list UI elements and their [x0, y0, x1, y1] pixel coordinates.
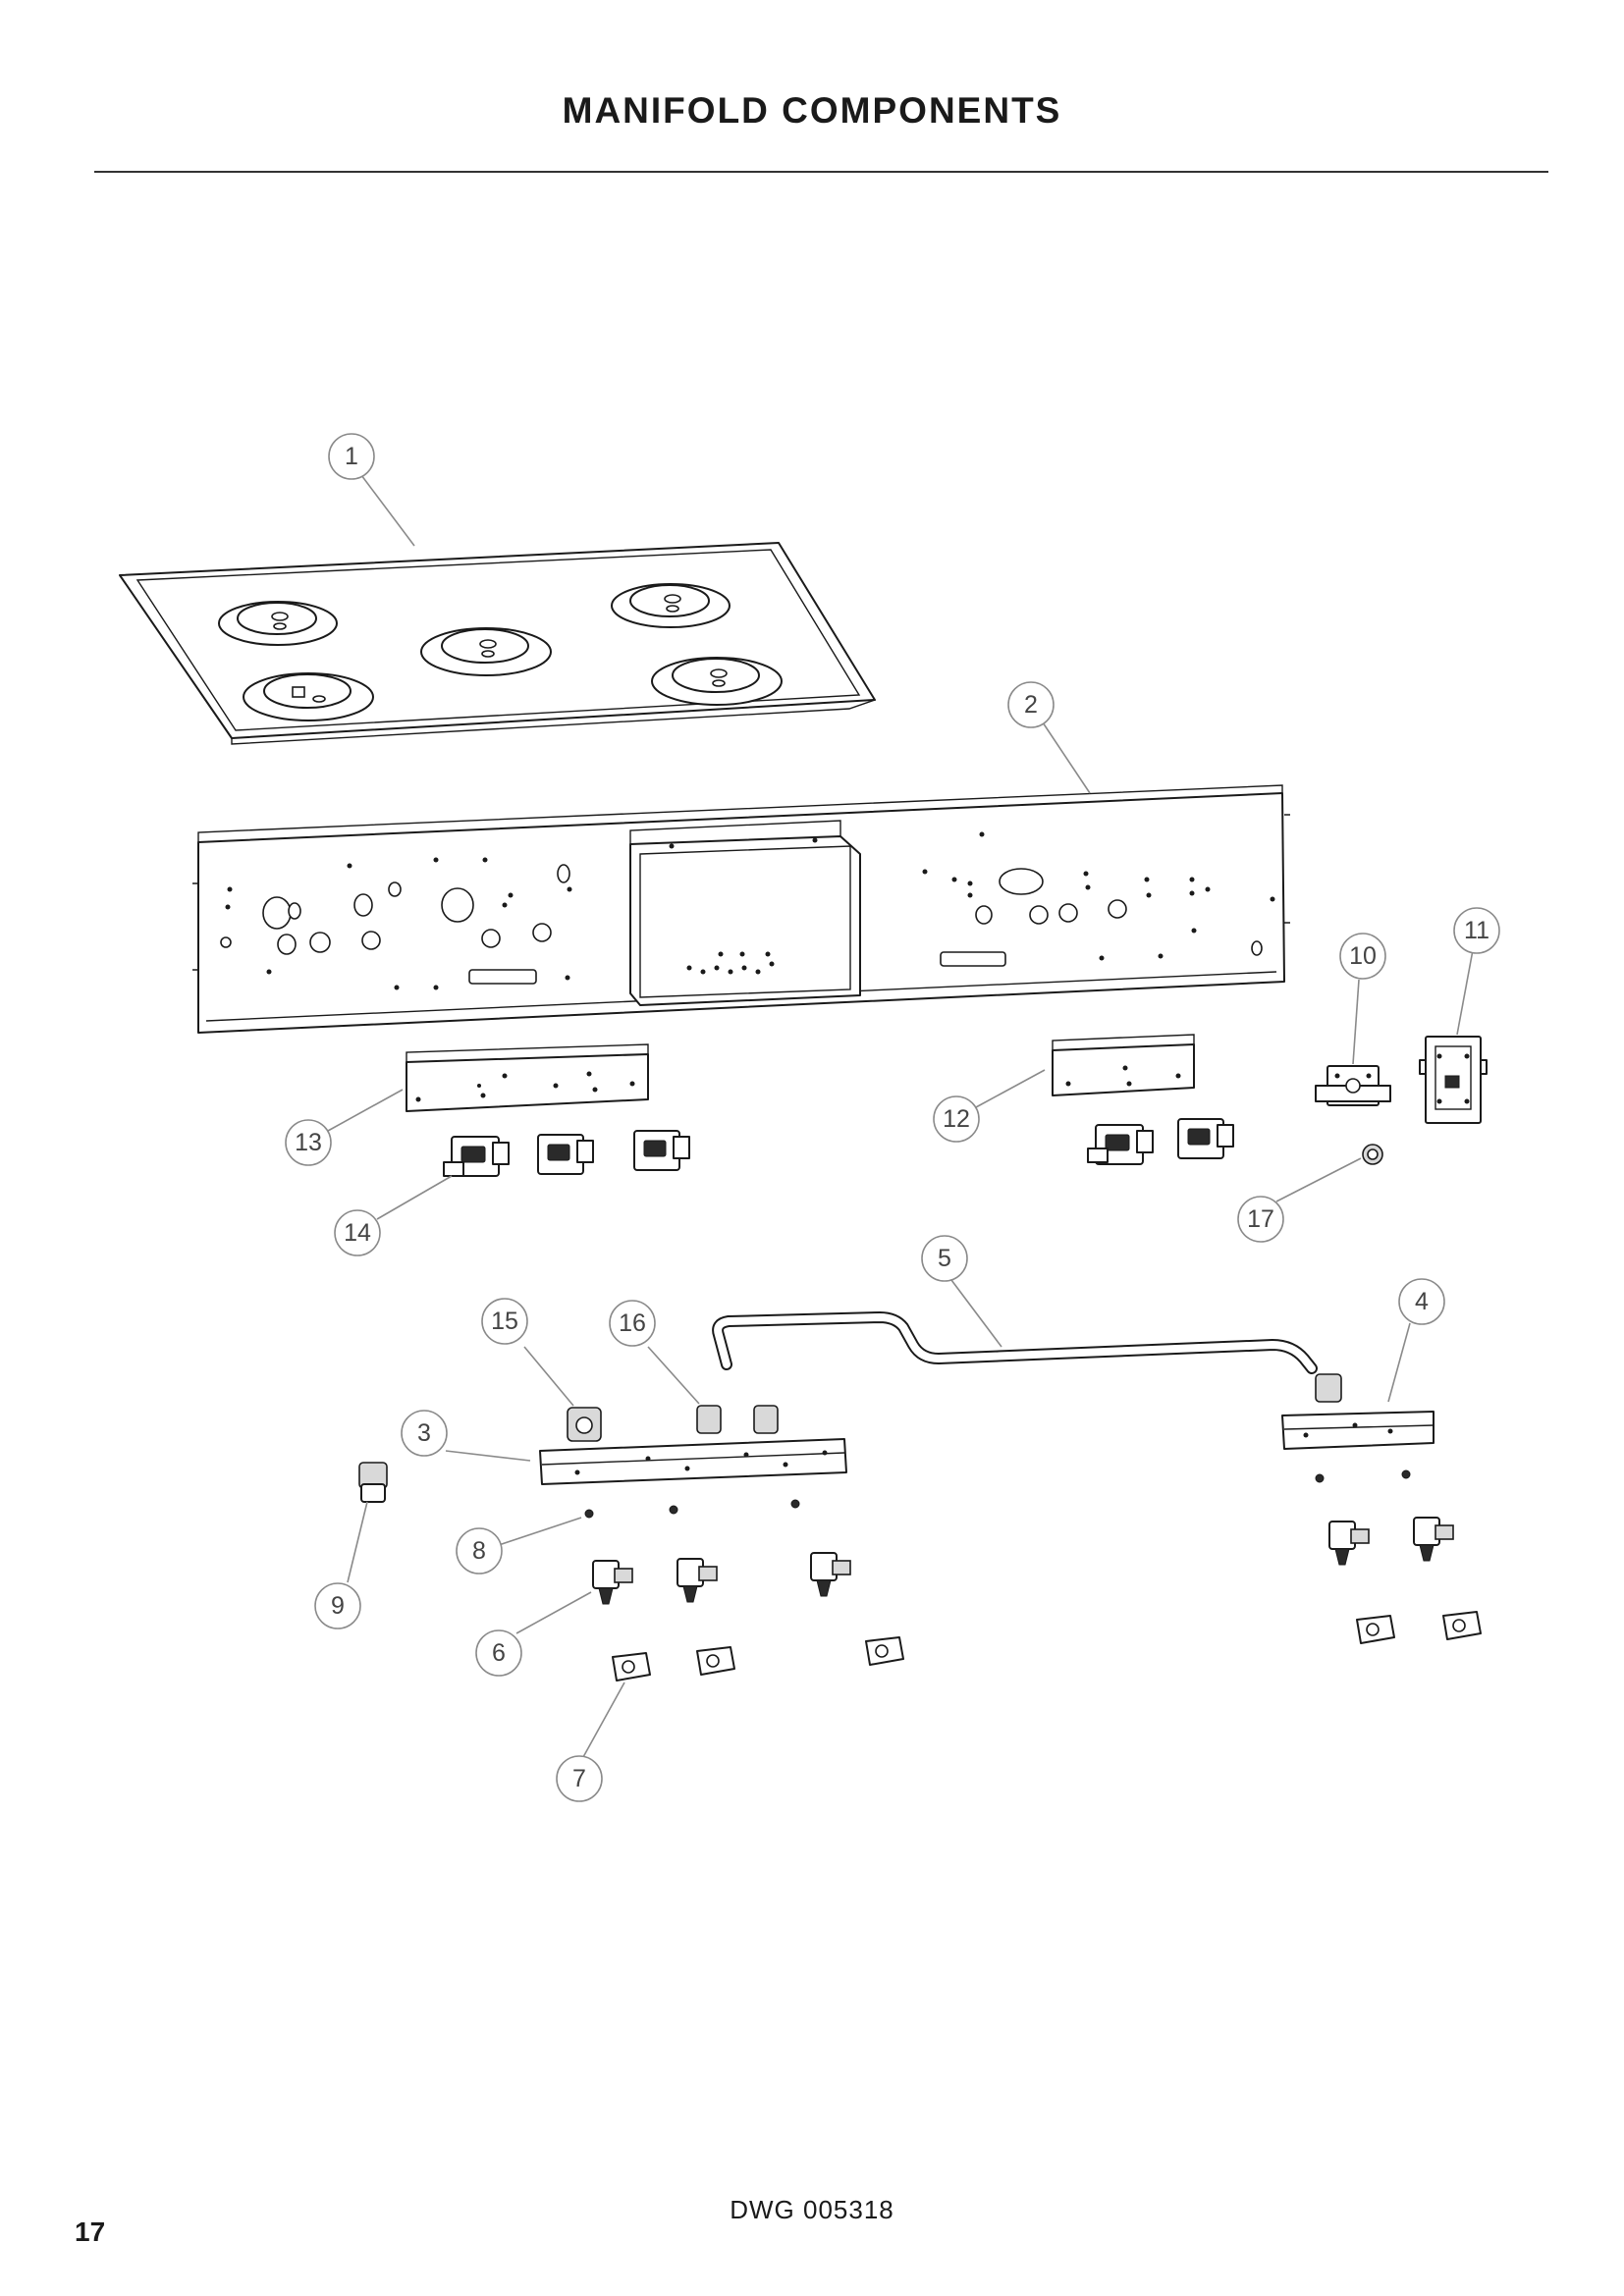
callout-16: 16 [609, 1300, 656, 1347]
callout-5-label: 5 [938, 1245, 951, 1272]
callout-4: 4 [1398, 1278, 1445, 1325]
left-switch-bracket [406, 1043, 649, 1112]
callout-1: 1 [328, 433, 375, 480]
callout-11-label: 11 [1464, 917, 1489, 944]
spark-module [1315, 1065, 1391, 1106]
callout-2: 2 [1007, 681, 1055, 728]
gas-tube [712, 1311, 1318, 1374]
callout-10: 10 [1339, 933, 1386, 980]
callout-10-label: 10 [1349, 942, 1377, 970]
callout-13-label: 13 [295, 1129, 322, 1156]
title-divider [94, 171, 1548, 173]
grommet [1362, 1144, 1383, 1165]
page-title: MANIFOLD COMPONENTS [562, 90, 1062, 131]
callout-14-label: 14 [344, 1219, 371, 1247]
callout-9: 9 [314, 1582, 361, 1629]
callout-12: 12 [933, 1095, 980, 1143]
ignition-switches [443, 1118, 1234, 1177]
elbow-fitting [358, 1462, 388, 1503]
callout-15: 15 [481, 1298, 528, 1345]
callout-3-label: 3 [417, 1419, 431, 1447]
callout-6: 6 [475, 1629, 522, 1677]
callout-16-label: 16 [619, 1309, 646, 1337]
callout-4-label: 4 [1415, 1288, 1429, 1315]
left-manifold-rail [539, 1438, 847, 1485]
callout-8-label: 8 [472, 1537, 486, 1565]
callout-5: 5 [921, 1235, 968, 1282]
callout-1-label: 1 [345, 443, 358, 470]
callout-13: 13 [285, 1119, 332, 1166]
leader-lines [327, 474, 1474, 1758]
right-switch-bracket [1052, 1034, 1195, 1096]
manifold-panel [192, 784, 1290, 1034]
callout-11: 11 [1453, 907, 1500, 954]
callout-7-label: 7 [572, 1765, 586, 1792]
callout-3: 3 [401, 1410, 448, 1457]
gas-valves [592, 1517, 1454, 1605]
fittings [567, 1373, 1342, 1442]
callout-9-label: 9 [331, 1592, 345, 1620]
valve-clips [612, 1611, 1482, 1682]
drawing-number: DWG 005318 [730, 2195, 894, 2224]
callout-14: 14 [334, 1209, 381, 1256]
callout-17-label: 17 [1247, 1205, 1274, 1233]
callout-7: 7 [556, 1755, 603, 1802]
callout-2-label: 2 [1024, 691, 1038, 719]
callout-12-label: 12 [943, 1105, 970, 1133]
page-number: 17 [75, 2216, 106, 2247]
right-manifold-rail [1281, 1411, 1435, 1450]
callout-8: 8 [456, 1527, 503, 1575]
control-board [1419, 1036, 1488, 1124]
cooktop-tray [119, 542, 876, 745]
o-rings [584, 1469, 1411, 1519]
callout-15-label: 15 [491, 1308, 518, 1335]
callout-6-label: 6 [492, 1639, 506, 1667]
callout-17: 17 [1237, 1196, 1284, 1243]
